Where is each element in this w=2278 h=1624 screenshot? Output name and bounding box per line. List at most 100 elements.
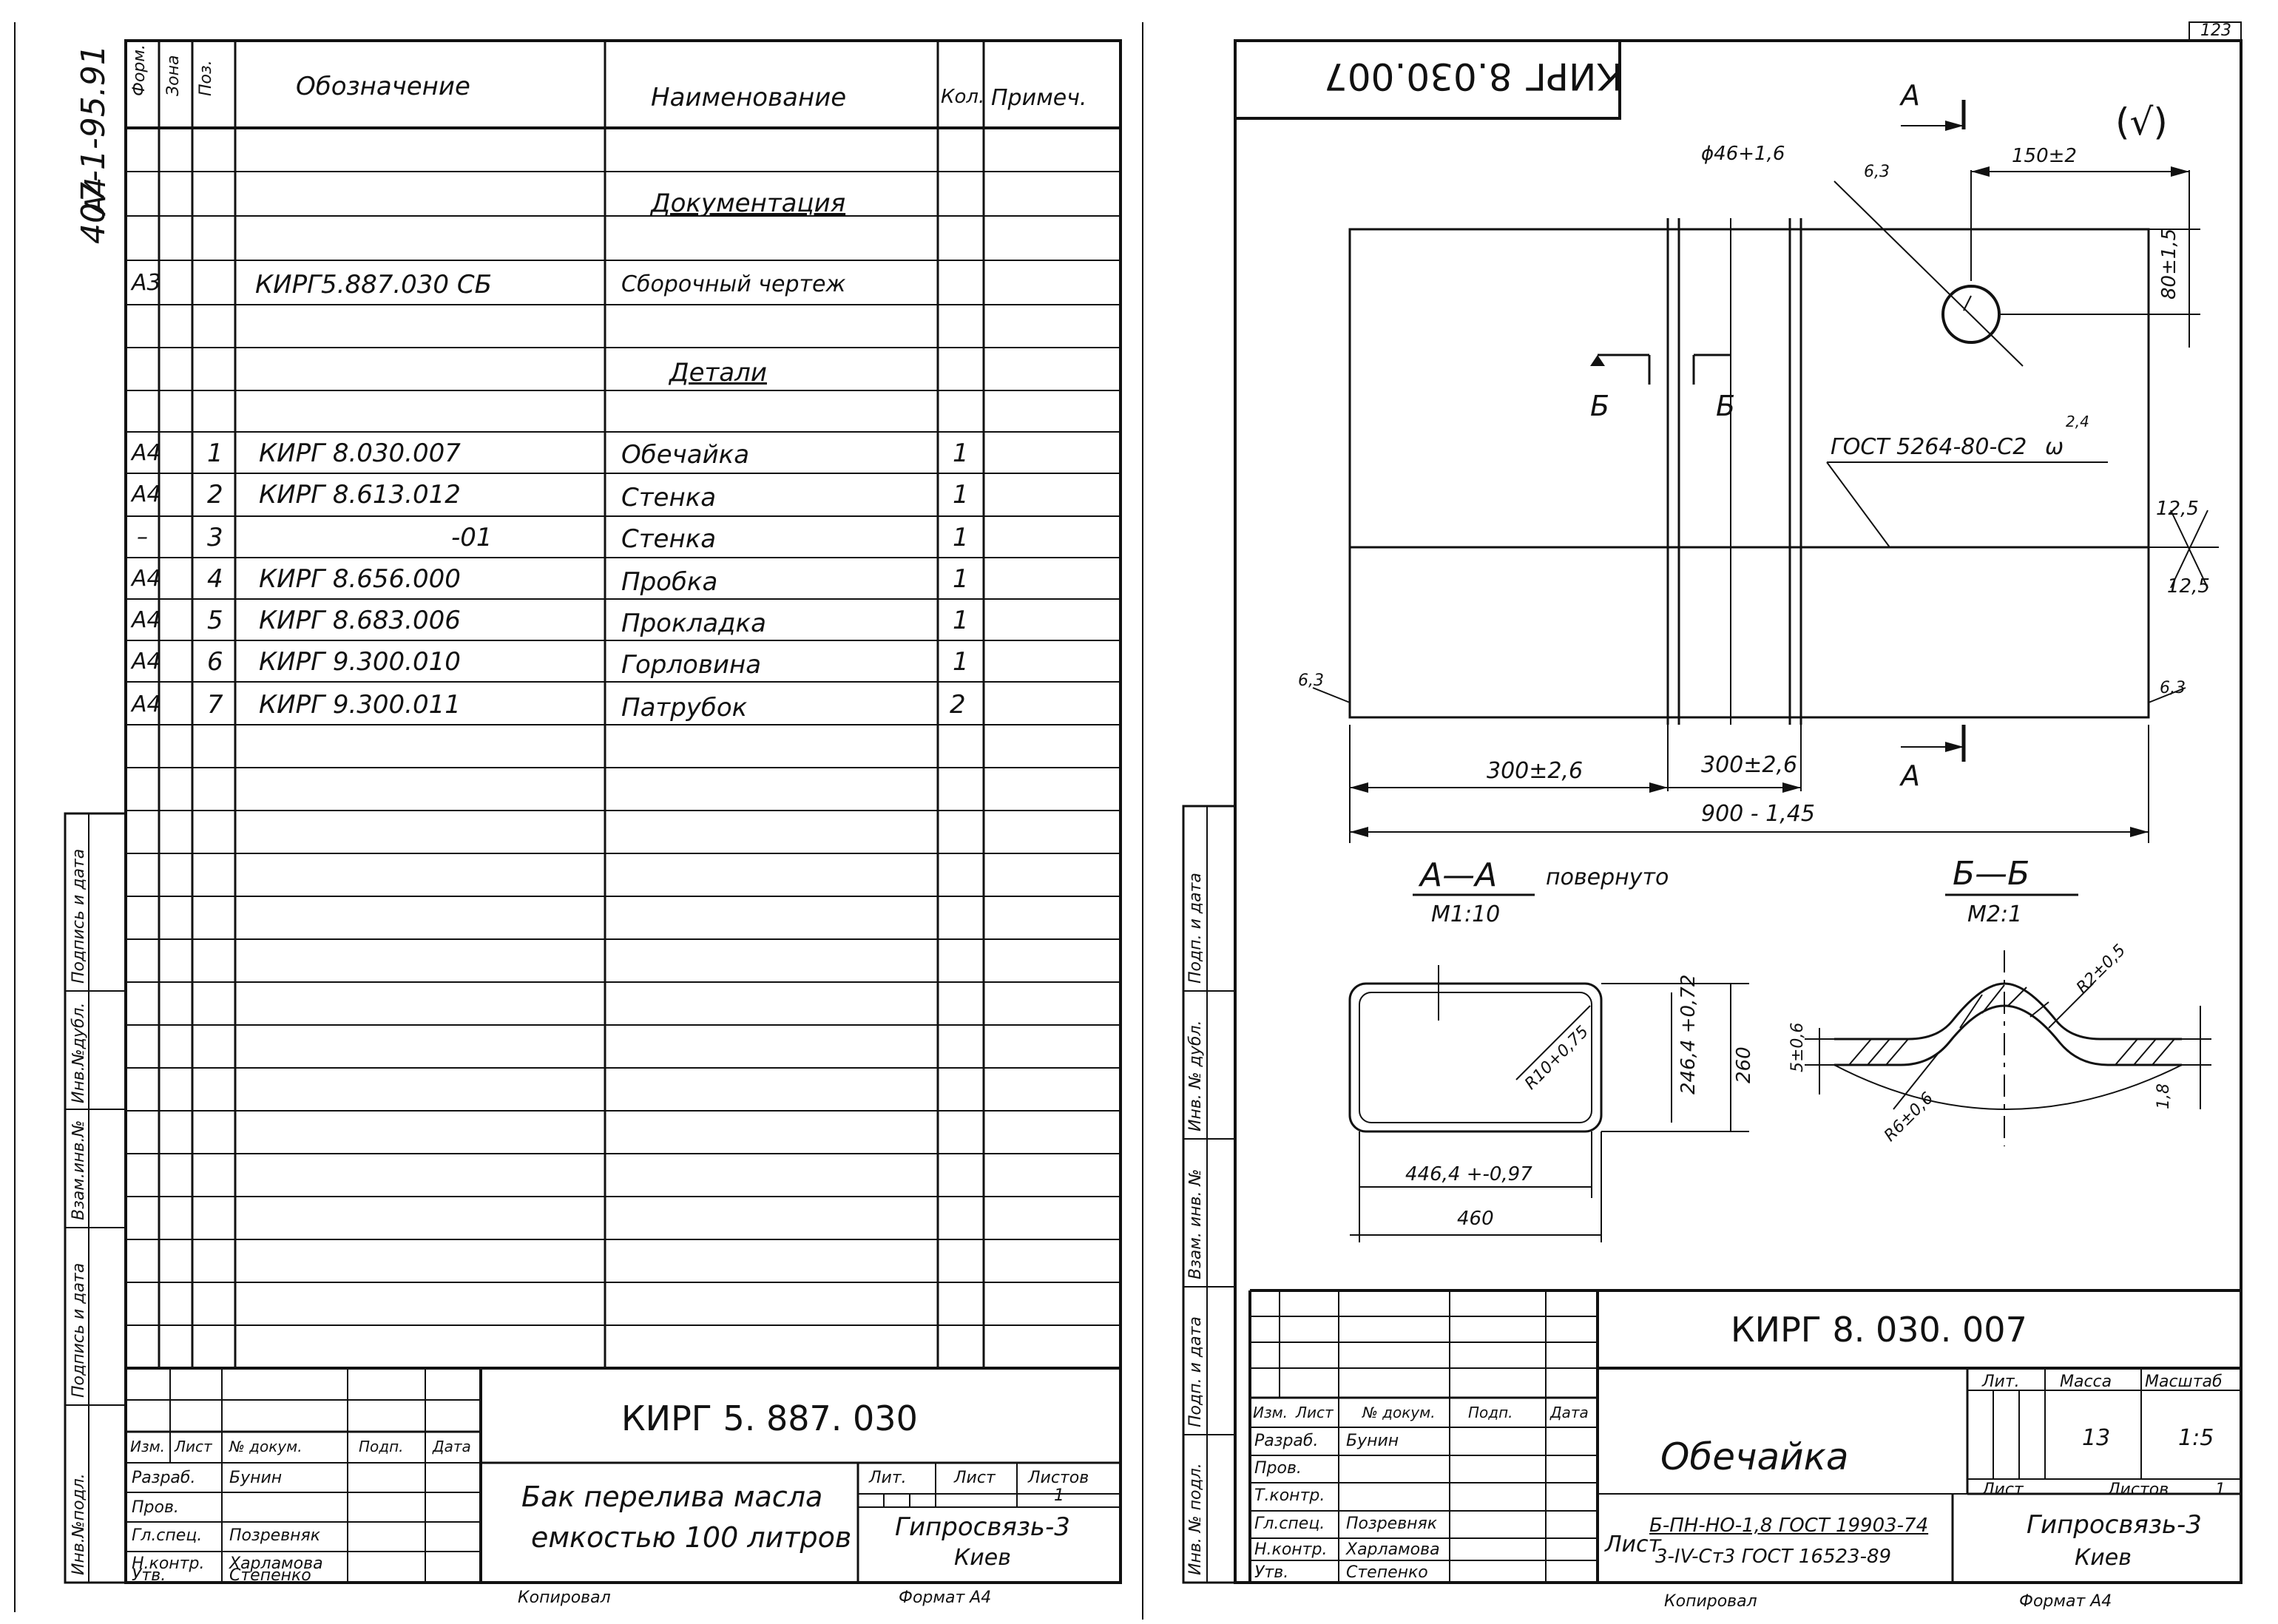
top-stamp-code: КИРГ 8.030.007 (1324, 55, 1623, 98)
weld-sign: ω (2045, 434, 2064, 460)
left-title-line1: Бак перелива масла (521, 1481, 823, 1513)
tb-sheets: Листов (2108, 1481, 2169, 1499)
section-a-label-bottom: А (1901, 759, 1920, 792)
row-qty: 1 (953, 439, 969, 468)
tb-role: Н.контр. (1254, 1540, 1328, 1559)
section-aa-title: А—А (1420, 856, 1498, 894)
row-pos: 6 (207, 647, 223, 677)
row-pos: 4 (207, 564, 223, 594)
tb-header: Подп. (359, 1438, 404, 1455)
row-designation: КИРГ 8.613.012 (259, 480, 461, 510)
tb-header: Дата (433, 1438, 471, 1455)
tb-header: Изм. (1253, 1404, 1288, 1421)
dim-rough63: 6,3 (1864, 163, 1890, 181)
row-qty: 1 (953, 647, 969, 677)
tb-role: Т.контр. (1254, 1486, 1325, 1505)
tb-name: Степенко (1346, 1563, 1428, 1582)
section-bb-title: Б—Б (1953, 855, 2030, 893)
tb-header: № докум. (1362, 1404, 1436, 1421)
section-b-label-right: Б (1716, 390, 1736, 422)
dim-260: 260 (1733, 1046, 1755, 1083)
row-format: А4 (132, 691, 161, 717)
dim-left63: 6,3 (1298, 671, 1324, 690)
row-format: А4 (132, 607, 161, 633)
row-qty: 1 (953, 523, 969, 552)
dim-900: 900 - 1,45 (1701, 801, 1815, 827)
side-stamp-item: Подп. и дата (1186, 873, 1205, 984)
dim-right63: 6,3 (2160, 679, 2186, 697)
tb-sheets: Листов (1028, 1469, 1089, 1487)
material-prefix: Лист (1605, 1532, 1662, 1557)
tb-role: Гл.спец. (1254, 1515, 1325, 1533)
right-code: КИРГ 8. 030. 007 (1731, 1310, 2027, 1350)
tb-name: Харламова (1346, 1540, 1440, 1559)
header-name: Наименование (651, 83, 847, 112)
row-qty: 1 (953, 564, 969, 594)
left-org-line1: Гипросвязь-3 (895, 1512, 1070, 1542)
header-format: Форм. (130, 44, 149, 96)
header-designation: Обозначение (296, 72, 470, 101)
dim-246: 246,4 +0,72 (1677, 974, 1700, 1094)
left-org-line2: Киев (954, 1545, 1011, 1571)
side-stamp-item: Инв. № подл. (1186, 1463, 1205, 1575)
row-designation: КИРГ5.887.030 СБ (255, 270, 492, 300)
weld-spec: ГОСТ 5264-80-С2 (1831, 434, 2027, 460)
dim-80: 80±1,5 (2158, 228, 2180, 300)
tb-header: Изм. (130, 1438, 166, 1455)
tb-name: Харламова (229, 1554, 323, 1573)
section-bb-scale: М2:1 (1967, 901, 2023, 927)
dim-125a: 12,5 (2156, 498, 2199, 520)
tb-header: № докум. (229, 1438, 303, 1455)
side-stamp-item: Взам. инв. № (1186, 1168, 1205, 1279)
tb-role: Пров. (1254, 1459, 1302, 1478)
side-stamp-item: Инв.№дубл. (70, 1002, 88, 1103)
section-a-label-top: А (1901, 79, 1920, 112)
roughness-symbol: (√) (2115, 101, 2168, 143)
row-name: Стенка (621, 483, 717, 512)
left-format: Формат А4 (899, 1589, 992, 1607)
tb-sheets-value: 1 (2215, 1481, 2225, 1499)
tb-role: Утв. (132, 1566, 166, 1585)
tb-sheets-value: 1 (1054, 1486, 1064, 1505)
tb-role: Пров. (132, 1498, 179, 1517)
material-line1: Б-ПН-НО-1,8 ГОСТ 19903-74 (1649, 1515, 1929, 1537)
tb-sheet: Лист (954, 1469, 996, 1487)
tb-lit: Лит. (869, 1469, 907, 1487)
right-org-line2: Киев (2075, 1545, 2132, 1571)
tb-name: Бунин (1346, 1432, 1399, 1450)
tb-name: Степенко (229, 1566, 311, 1585)
side-format: А4 (79, 177, 112, 214)
row-designation: -01 (451, 523, 493, 552)
tb-name: Позревняк (1346, 1515, 1438, 1533)
tb-role: Н.контр. (132, 1554, 205, 1573)
tb-mass-value: 13 (2082, 1425, 2111, 1451)
left-copied: Копировал (518, 1589, 611, 1607)
tb-header: Лист (175, 1438, 212, 1455)
tb-header: Дата (1550, 1404, 1589, 1421)
section-details: Детали (669, 358, 767, 388)
row-designation: КИРГ 9.300.010 (259, 647, 461, 677)
header-pos: Поз. (197, 60, 215, 96)
right-format: Формат А4 (2019, 1592, 2112, 1611)
dim-hole: ϕ46+1,6 (1701, 143, 1785, 165)
part-name: Обечайка (1660, 1435, 1849, 1478)
dim-18: 1,8 (2154, 1083, 2173, 1109)
side-stamp-item: Подпись и дата (70, 1262, 88, 1398)
side-stamp-item: Инв. № дубл. (1186, 1020, 1205, 1131)
row-pos: 2 (207, 480, 223, 510)
section-documentation: Документация (651, 189, 846, 218)
left-code: КИРГ 5. 887. 030 (621, 1398, 918, 1438)
dim-150: 150±2 (2012, 145, 2077, 167)
tb-name: Бунин (229, 1469, 283, 1487)
tb-role: Утв. (1254, 1563, 1289, 1582)
row-format: А4 (132, 481, 161, 507)
row-name: Пробка (621, 567, 718, 597)
dim-446: 446,4 +-0,97 (1405, 1163, 1532, 1185)
side-stamp-item: Подп. и дата (1186, 1316, 1205, 1427)
page-number: 123 (2200, 21, 2231, 40)
dim-460: 460 (1457, 1208, 1494, 1230)
side-stamp-item: Инв.№подл. (70, 1473, 88, 1575)
row-format: А4 (132, 566, 161, 592)
tb-name: Позревняк (229, 1526, 321, 1545)
